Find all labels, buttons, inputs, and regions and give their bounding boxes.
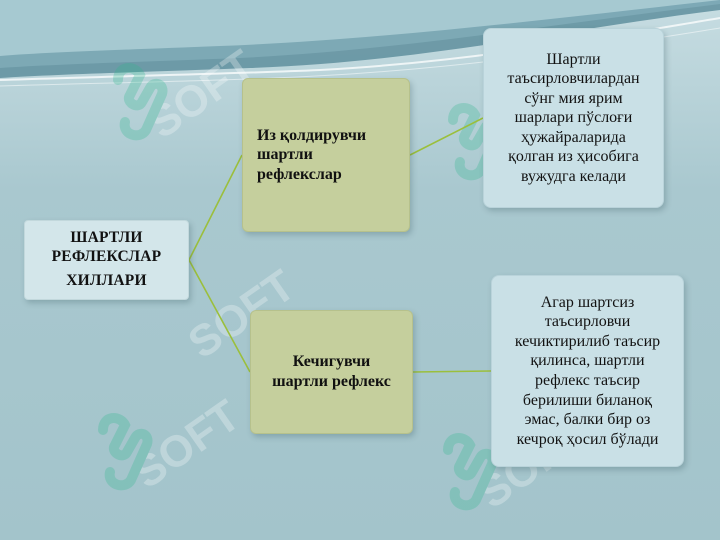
soft-logo-icon: SOFT (113, 41, 260, 148)
connector-root-to-branch-2 (188, 259, 251, 373)
branch-label: Кечигувчи шартли рефлекс (272, 353, 391, 390)
detail-text: Шартли таъсирловчилардан сўнг мия ярим ш… (507, 50, 640, 185)
soft-logo-icon: SOFT (98, 391, 245, 498)
root-title-line-2: РЕФЛЕКСЛАР (51, 247, 162, 265)
root-title-line-3: ХИЛЛАРИ (66, 272, 147, 290)
branch-label: Из қолдирувчи шартли рефлекслар (257, 126, 367, 183)
detail-text: Агар шартсиз таъсирловчи кечиктирилиб та… (514, 293, 661, 448)
connector-root-to-branch-1 (188, 154, 243, 261)
detail-node-delayed-reflex: Агар шартсиз таъсирловчи кечиктирилиб та… (491, 275, 684, 467)
connector-branch-1-to-detail-1 (409, 117, 484, 156)
branch-node-delayed-reflex: Кечигувчи шартли рефлекс (250, 310, 413, 434)
connector-branch-2-to-detail-2 (412, 370, 492, 373)
root-title-line-1: ШАРТЛИ (70, 228, 143, 246)
header-wave-decoration (0, 0, 720, 87)
detail-node-trace-reflexes: Шартли таъсирловчилардан сўнг мия ярим ш… (483, 28, 664, 208)
branch-node-trace-reflexes: Из қолдирувчи шартли рефлекслар (242, 78, 410, 232)
root-node: ШАРТЛИ РЕФЛЕКСЛАР ХИЛЛАРИ (24, 220, 189, 300)
